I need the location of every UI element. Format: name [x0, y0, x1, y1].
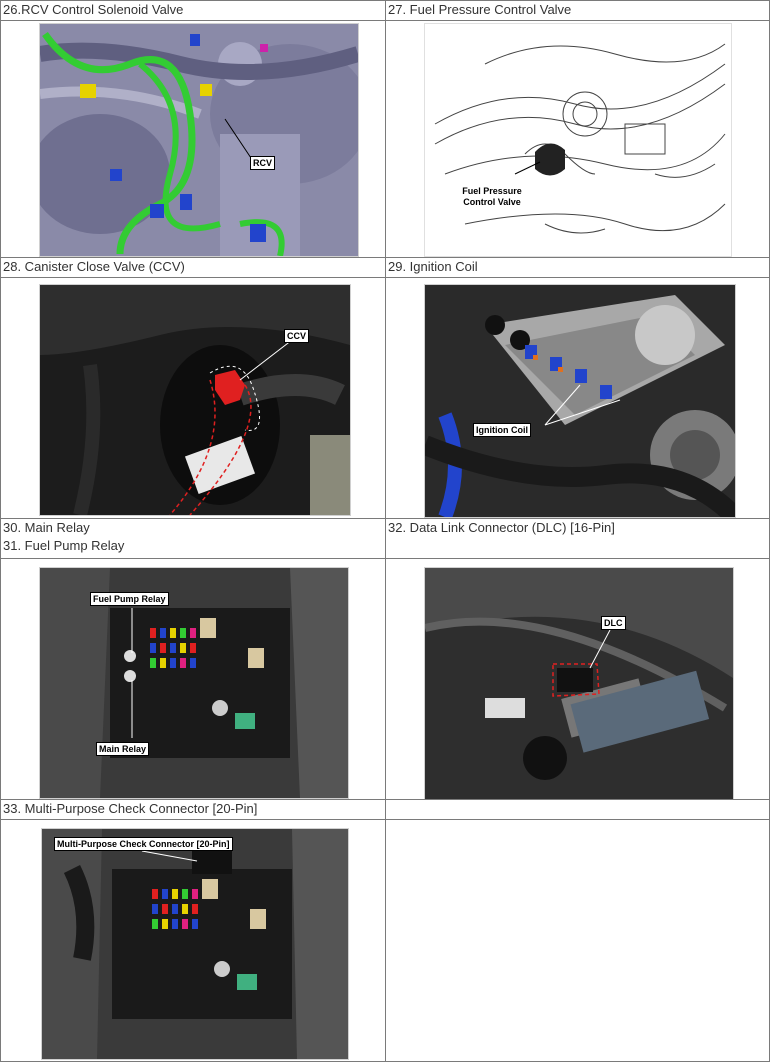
caption-ccv: 28. Canister Close Valve (CCV) — [3, 259, 185, 274]
dlc-photo — [425, 568, 733, 800]
caption-cell-rcv: 26.RCV Control Solenoid Valve — [0, 0, 386, 21]
image-cell-ccv: CCV — [0, 277, 386, 519]
caption-rcv: 26.RCV Control Solenoid Valve — [3, 2, 184, 17]
engine-illustration — [40, 24, 358, 256]
caption-fuel-pump-relay: 31. Fuel Pump Relay — [3, 538, 125, 553]
caption-cell-empty — [385, 799, 770, 820]
caption-dlc: 32. Data Link Connector (DLC) [16-Pin] — [388, 520, 615, 535]
caption-cell-fuel-pressure: 27. Fuel Pressure Control Valve — [385, 0, 770, 21]
callout-fuel-pressure-line2: Control Valve — [463, 197, 521, 207]
callout-main-relay: Main Relay — [96, 742, 150, 756]
photo-dlc: DLC — [424, 567, 734, 801]
photo-ignition: Ignition Coil — [424, 284, 736, 518]
callout-fuel-pump-relay: Fuel Pump Relay — [90, 592, 169, 606]
callout-ignition: Ignition Coil — [473, 423, 531, 437]
photo-ccv: CCV — [39, 284, 351, 516]
image-cell-rcv: RCV — [0, 20, 386, 258]
caption-fuel-pressure: 27. Fuel Pressure Control Valve — [388, 2, 572, 17]
caption-cell-relays: 30. Main Relay 31. Fuel Pump Relay — [0, 518, 386, 559]
photo-relays: Fuel Pump Relay Main Relay — [39, 567, 349, 799]
image-cell-empty — [385, 819, 770, 1062]
image-cell-dlc: DLC — [385, 558, 770, 801]
callout-ccv: CCV — [284, 329, 310, 343]
caption-cell-mpcc: 33. Multi-Purpose Check Connector [20-Pi… — [0, 799, 386, 820]
photo-fuel-pressure: Fuel Pressure Control Valve — [424, 23, 732, 257]
callout-rcv: RCV — [250, 156, 276, 170]
photo-mpcc: Multi-Purpose Check Connector [20-Pin] — [41, 828, 349, 1060]
callout-fuel-pressure: Fuel Pressure Control Valve — [447, 186, 537, 208]
callout-fuel-pressure-line1: Fuel Pressure — [462, 186, 522, 196]
image-cell-mpcc: Multi-Purpose Check Connector [20-Pin] — [0, 819, 386, 1062]
caption-ignition: 29. Ignition Coil — [388, 259, 478, 274]
image-cell-ignition: Ignition Coil — [385, 277, 770, 519]
caption-cell-ignition: 29. Ignition Coil — [385, 257, 770, 278]
mpcc-fuse-box-photo — [42, 829, 348, 1059]
caption-mpcc: 33. Multi-Purpose Check Connector [20-Pi… — [3, 801, 258, 816]
line-drawing — [425, 24, 731, 256]
photo-rcv: RCV — [39, 23, 359, 257]
fuse-box-photo — [40, 568, 348, 798]
ccv-photo — [40, 285, 350, 515]
caption-cell-dlc: 32. Data Link Connector (DLC) [16-Pin] — [385, 518, 770, 559]
caption-main-relay: 30. Main Relay — [3, 520, 90, 535]
ignition-photo — [425, 285, 735, 517]
image-cell-fuel-pressure: Fuel Pressure Control Valve — [385, 20, 770, 258]
caption-cell-ccv: 28. Canister Close Valve (CCV) — [0, 257, 386, 278]
callout-dlc: DLC — [601, 616, 626, 630]
image-cell-relays: Fuel Pump Relay Main Relay — [0, 558, 386, 800]
callout-mpcc: Multi-Purpose Check Connector [20-Pin] — [54, 837, 233, 851]
